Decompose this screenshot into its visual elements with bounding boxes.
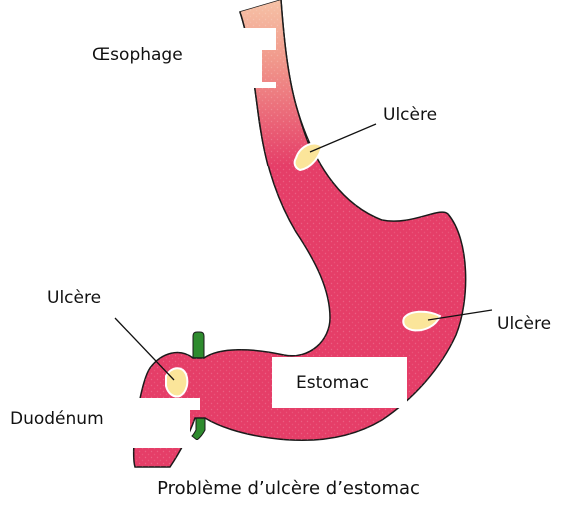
ulcer-left-leader xyxy=(115,318,174,380)
ulcer-left xyxy=(166,368,187,396)
diagram-caption: Problème d’ulcère d’estomac xyxy=(0,480,577,498)
ulcer-label-left: Ulcère xyxy=(47,290,101,307)
ulcer-label-right: Ulcère xyxy=(497,316,551,333)
ulcer-label-top: Ulcère xyxy=(383,107,437,124)
ulcer-upper-leader xyxy=(310,124,376,152)
duodenum-label: Duodénum xyxy=(10,411,104,428)
bile-duct-upper xyxy=(193,332,204,358)
oesophagus-label: Œsophage xyxy=(92,47,183,64)
stomach-label: Estomac xyxy=(296,375,369,392)
